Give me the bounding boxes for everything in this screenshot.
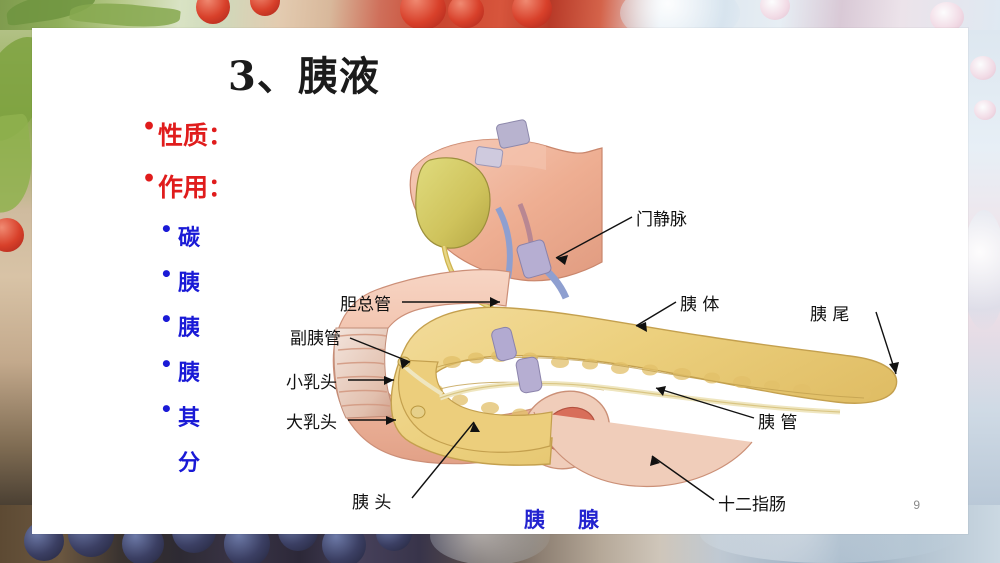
decorative-top-band [0, 0, 1000, 30]
blossom-decor [970, 56, 996, 80]
decorative-left-edge [0, 27, 58, 505]
label-pancreatic-duct: 胰 管 [758, 413, 798, 433]
decorative-right-edge [962, 30, 1000, 505]
bullet-sub-5: 其 [142, 397, 292, 432]
slide-card: 3、胰液 性质： 作用： 碳 胰 胰 胰 其 分 [32, 28, 968, 534]
label-duodenum: 十二指肠 [718, 495, 786, 515]
label-pancreas-tail: 胰 尾 [810, 305, 850, 325]
bullet-sub-3: 胰 [142, 307, 292, 342]
stomach-region [409, 119, 603, 326]
blossom-decor [760, 0, 790, 20]
bullet-sub-4: 胰 [142, 352, 292, 387]
label-pancreas-head: 胰 头 [352, 493, 392, 513]
bullet-continuation: 分 [178, 450, 201, 476]
page-number: 9 [913, 498, 920, 512]
gallbladder [415, 157, 491, 249]
blossom-decor [930, 2, 964, 30]
bullet-sub-1: 碳 [142, 217, 292, 252]
label-major-papilla: 大乳头 [286, 413, 337, 433]
anatomy-illustration [332, 119, 899, 501]
label-pancreas-body: 胰 体 [680, 295, 720, 315]
light-decor [620, 0, 740, 30]
label-portal-vein: 门静脉 [636, 210, 687, 230]
blossom-decor [974, 100, 996, 120]
label-minor-papilla: 小乳头 [286, 373, 337, 393]
label-accessory-pancreatic-duct: 副胰管 [290, 329, 341, 349]
bullet-function: 作用： [142, 166, 292, 204]
tomato-decor [250, 0, 280, 16]
bullet-nature: 性质： [142, 114, 292, 152]
tomato-decor [448, 0, 484, 28]
light-decor [962, 210, 1000, 330]
leader-arrowheads [384, 255, 899, 466]
label-common-bile-duct: 胆总管 [340, 295, 391, 315]
pancreas [390, 306, 898, 466]
figure-caption: 胰 腺 [524, 507, 605, 532]
page-title: 3、胰液 [228, 53, 380, 100]
bullet-sub-2: 胰 [142, 262, 292, 297]
tomato-decor [0, 218, 24, 252]
bullet-list: 性质： 作用： 碳 胰 胰 胰 其 分 [142, 114, 292, 477]
pancreas-anatomy-figure: 门静脉 胆总管 胰 体 胰 尾 副胰管 小乳头 大乳头 胰 管 胰 头 十二指肠… [284, 112, 944, 532]
